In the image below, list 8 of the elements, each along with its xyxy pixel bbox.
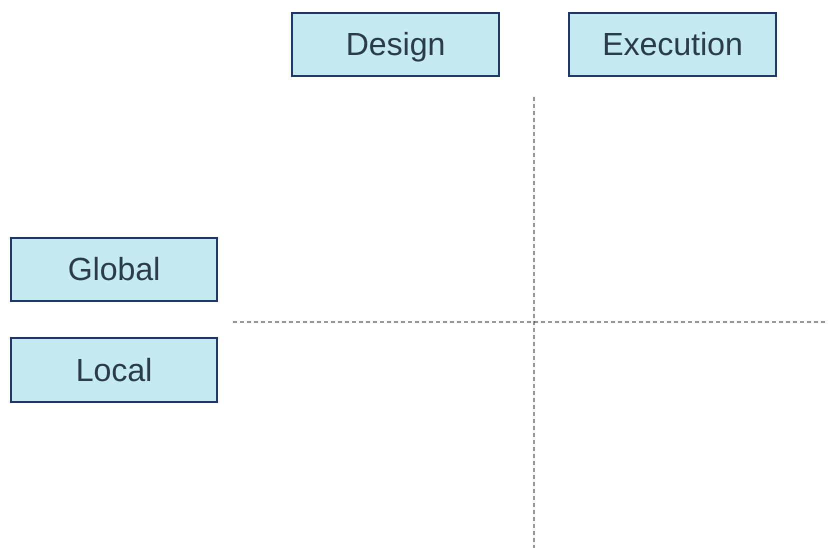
box-label: Execution — [602, 26, 743, 63]
label-box — [291, 12, 500, 77]
label-box — [10, 237, 218, 302]
label-box — [568, 12, 777, 77]
box-label: Design — [346, 26, 446, 63]
box-label: Global — [68, 251, 160, 288]
box-label: Local — [76, 352, 152, 388]
label-box — [10, 337, 218, 403]
